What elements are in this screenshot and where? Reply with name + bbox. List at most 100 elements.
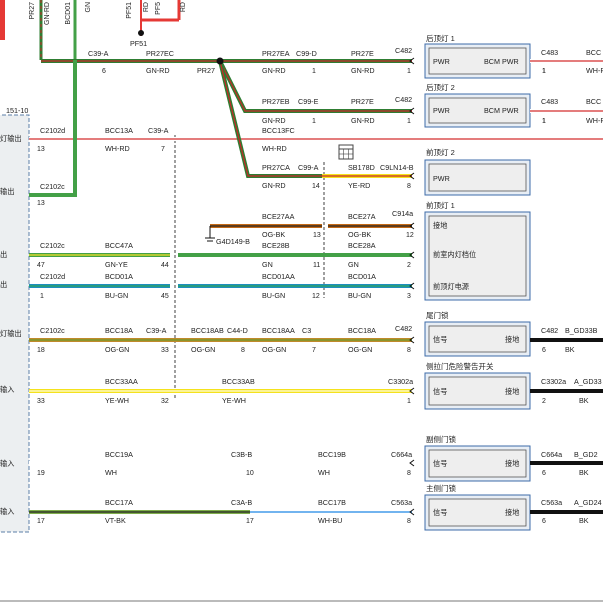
r2-pin-1: 1 xyxy=(312,118,316,125)
box-title-front-dome-1: 前顶灯 1 xyxy=(426,200,455,210)
r1-connector-1: C39-A xyxy=(88,49,109,58)
r4-connector-1: C2102c xyxy=(40,182,65,191)
r1-color-1: GN-RD xyxy=(146,66,170,75)
r5-connector-1: C914a xyxy=(392,209,413,218)
r9-pin-3: 1 xyxy=(407,398,411,405)
r4-pin-2: 14 xyxy=(312,183,320,190)
r7-pin-4: 3 xyxy=(407,293,411,300)
label-bcd01-top: BCD01 xyxy=(65,2,72,25)
tailgate-lock-pin-signal: 信号 xyxy=(433,335,447,344)
box-title-tailgate-lock: 尾门锁 xyxy=(426,310,449,320)
r11-connector-1: C3A-B xyxy=(231,498,252,507)
r11-pin-3: 8 xyxy=(407,518,411,525)
r9-color-3: BK xyxy=(579,396,589,405)
r1-pin-4: 1 xyxy=(542,68,546,75)
terminal-arrow-3 xyxy=(409,172,415,180)
rear-dome-2-pin-pwr: PWR xyxy=(433,106,450,115)
r10-connector-1: C3B-B xyxy=(231,450,252,459)
splice-pr27 xyxy=(216,57,224,65)
terminal-arrow-7 xyxy=(409,336,415,344)
r8-connector-4: C3 xyxy=(302,326,311,335)
r1-color-4: WH-RD xyxy=(586,66,603,75)
r4-color-2: YE-RD xyxy=(348,181,370,190)
r3-connector-2: C39-A xyxy=(148,126,169,135)
r2-color-1: GN-RD xyxy=(262,116,286,125)
r6-color-1: GN-YE xyxy=(105,260,128,269)
r7-wire-3: BCD01A xyxy=(348,272,376,281)
box-title-driver-door-lock: 主侧门锁 xyxy=(426,483,456,493)
rear-dome-2-pin-bcm-pwr: BCM PWR xyxy=(484,106,519,115)
r2-connector-2: C482 xyxy=(395,95,412,104)
box-title-front-dome-2: 前顶灯 2 xyxy=(426,147,455,157)
r11-pin-2: 17 xyxy=(246,518,254,525)
r7-wire-2: BCD01AA xyxy=(262,272,295,281)
r2-color-3: WH-RD xyxy=(586,116,603,125)
wire-labels: C39-A 6 PR27EC GN-RD PR27 PR27EA C99-D 1… xyxy=(37,46,603,525)
front-dome-2-pin-pwr: PWR xyxy=(433,174,450,183)
r4-connector-3: C9LN14-B xyxy=(380,163,414,172)
r8-connector-3: C44-D xyxy=(227,326,248,335)
r5-color-1: OG-BK xyxy=(262,230,285,239)
r6-color-2: GN xyxy=(262,260,273,269)
r11-color-3: BK xyxy=(579,516,589,525)
r9-wire-2: BCC33AB xyxy=(222,377,255,386)
driver-lock-pin-ground: 接地 xyxy=(505,508,519,517)
terminal-arrow-6 xyxy=(409,282,415,290)
r1-wire-1: PR27EC xyxy=(146,49,174,58)
label-pf5-vertical: PF5 xyxy=(155,2,162,15)
box-title-rear-dome-2: 后顶灯 2 xyxy=(426,82,455,92)
r11-color-2: WH-BU xyxy=(318,516,342,525)
r3-connector-1: C2102d xyxy=(40,126,65,135)
r8-connector-6: C482 xyxy=(541,326,558,335)
left-module-label-8: 输入 xyxy=(0,507,14,516)
terminal-arrow-4 xyxy=(409,222,415,230)
label-rd-1: RD xyxy=(143,2,150,12)
box-title-sliding-door-switch: 侧拉门危险警告开关 xyxy=(426,361,494,371)
label-pr27-top: PR27 xyxy=(29,2,36,20)
r6-pin-2: 44 xyxy=(161,262,169,269)
front-dome-1-pin-power: 前顶灯电源 xyxy=(433,282,469,291)
r10-pin-4: 6 xyxy=(542,470,546,477)
r9-connector-1: C3302a xyxy=(388,377,413,386)
left-module-body xyxy=(0,114,30,533)
r9-wire-1: BCC33AA xyxy=(105,377,138,386)
r5-pin-1: 13 xyxy=(313,232,321,239)
wire-r4-left[interactable] xyxy=(29,60,77,197)
r3-color-1: WH-RD xyxy=(105,144,130,153)
r9-pin-4: 2 xyxy=(542,398,546,405)
left-module-label-5: 灯输出 xyxy=(0,329,22,338)
r1-color-2: GN-RD xyxy=(262,66,286,75)
r6-pin-1: 47 xyxy=(37,262,45,269)
terminal-arrow-8 xyxy=(409,387,415,395)
tailgate-lock-pin-ground: 接地 xyxy=(505,335,519,344)
r7-connector-1: C2102d xyxy=(40,272,65,281)
r6-pin-3: 11 xyxy=(313,262,320,269)
r4-color-1: GN-RD xyxy=(262,181,286,190)
r11-pin-4: 6 xyxy=(542,518,546,525)
r4-wire-2: SB178D xyxy=(348,163,375,172)
r1-pin-2: 1 xyxy=(312,68,316,75)
terminal-arrow-10 xyxy=(409,508,415,516)
r2-color-2: GN-RD xyxy=(351,116,375,125)
r9-pin-1: 33 xyxy=(37,398,45,405)
r3-pin-1: 13 xyxy=(37,146,45,153)
r7-wire-1: BCD01A xyxy=(105,272,133,281)
r2-connector-3: C483 xyxy=(541,97,558,106)
r8-wire-5: B_GD33B xyxy=(565,326,598,335)
r3-pin-2: 7 xyxy=(161,146,165,153)
r11-wire-2: BCC17B xyxy=(318,498,346,507)
r9-pin-2: 32 xyxy=(161,398,169,405)
r8-color-5: BK xyxy=(565,345,575,354)
left-module-id: 151-10 xyxy=(6,106,28,115)
r8-color-4: OG-GN xyxy=(348,345,372,354)
grid-view-icon[interactable] xyxy=(338,144,354,160)
r1-color-3: GN-RD xyxy=(351,66,375,75)
r5-ground-splice: G4D149-B xyxy=(216,237,250,246)
r11-wire-3: A_GD24 xyxy=(574,498,602,507)
connector-boundaries xyxy=(174,135,325,398)
r6-wire-3: BCE28A xyxy=(348,241,376,250)
r2-connector-4: BCC xyxy=(586,97,601,106)
r8-pin-6: 6 xyxy=(542,347,546,354)
r11-connector-3: C563a xyxy=(541,498,562,507)
